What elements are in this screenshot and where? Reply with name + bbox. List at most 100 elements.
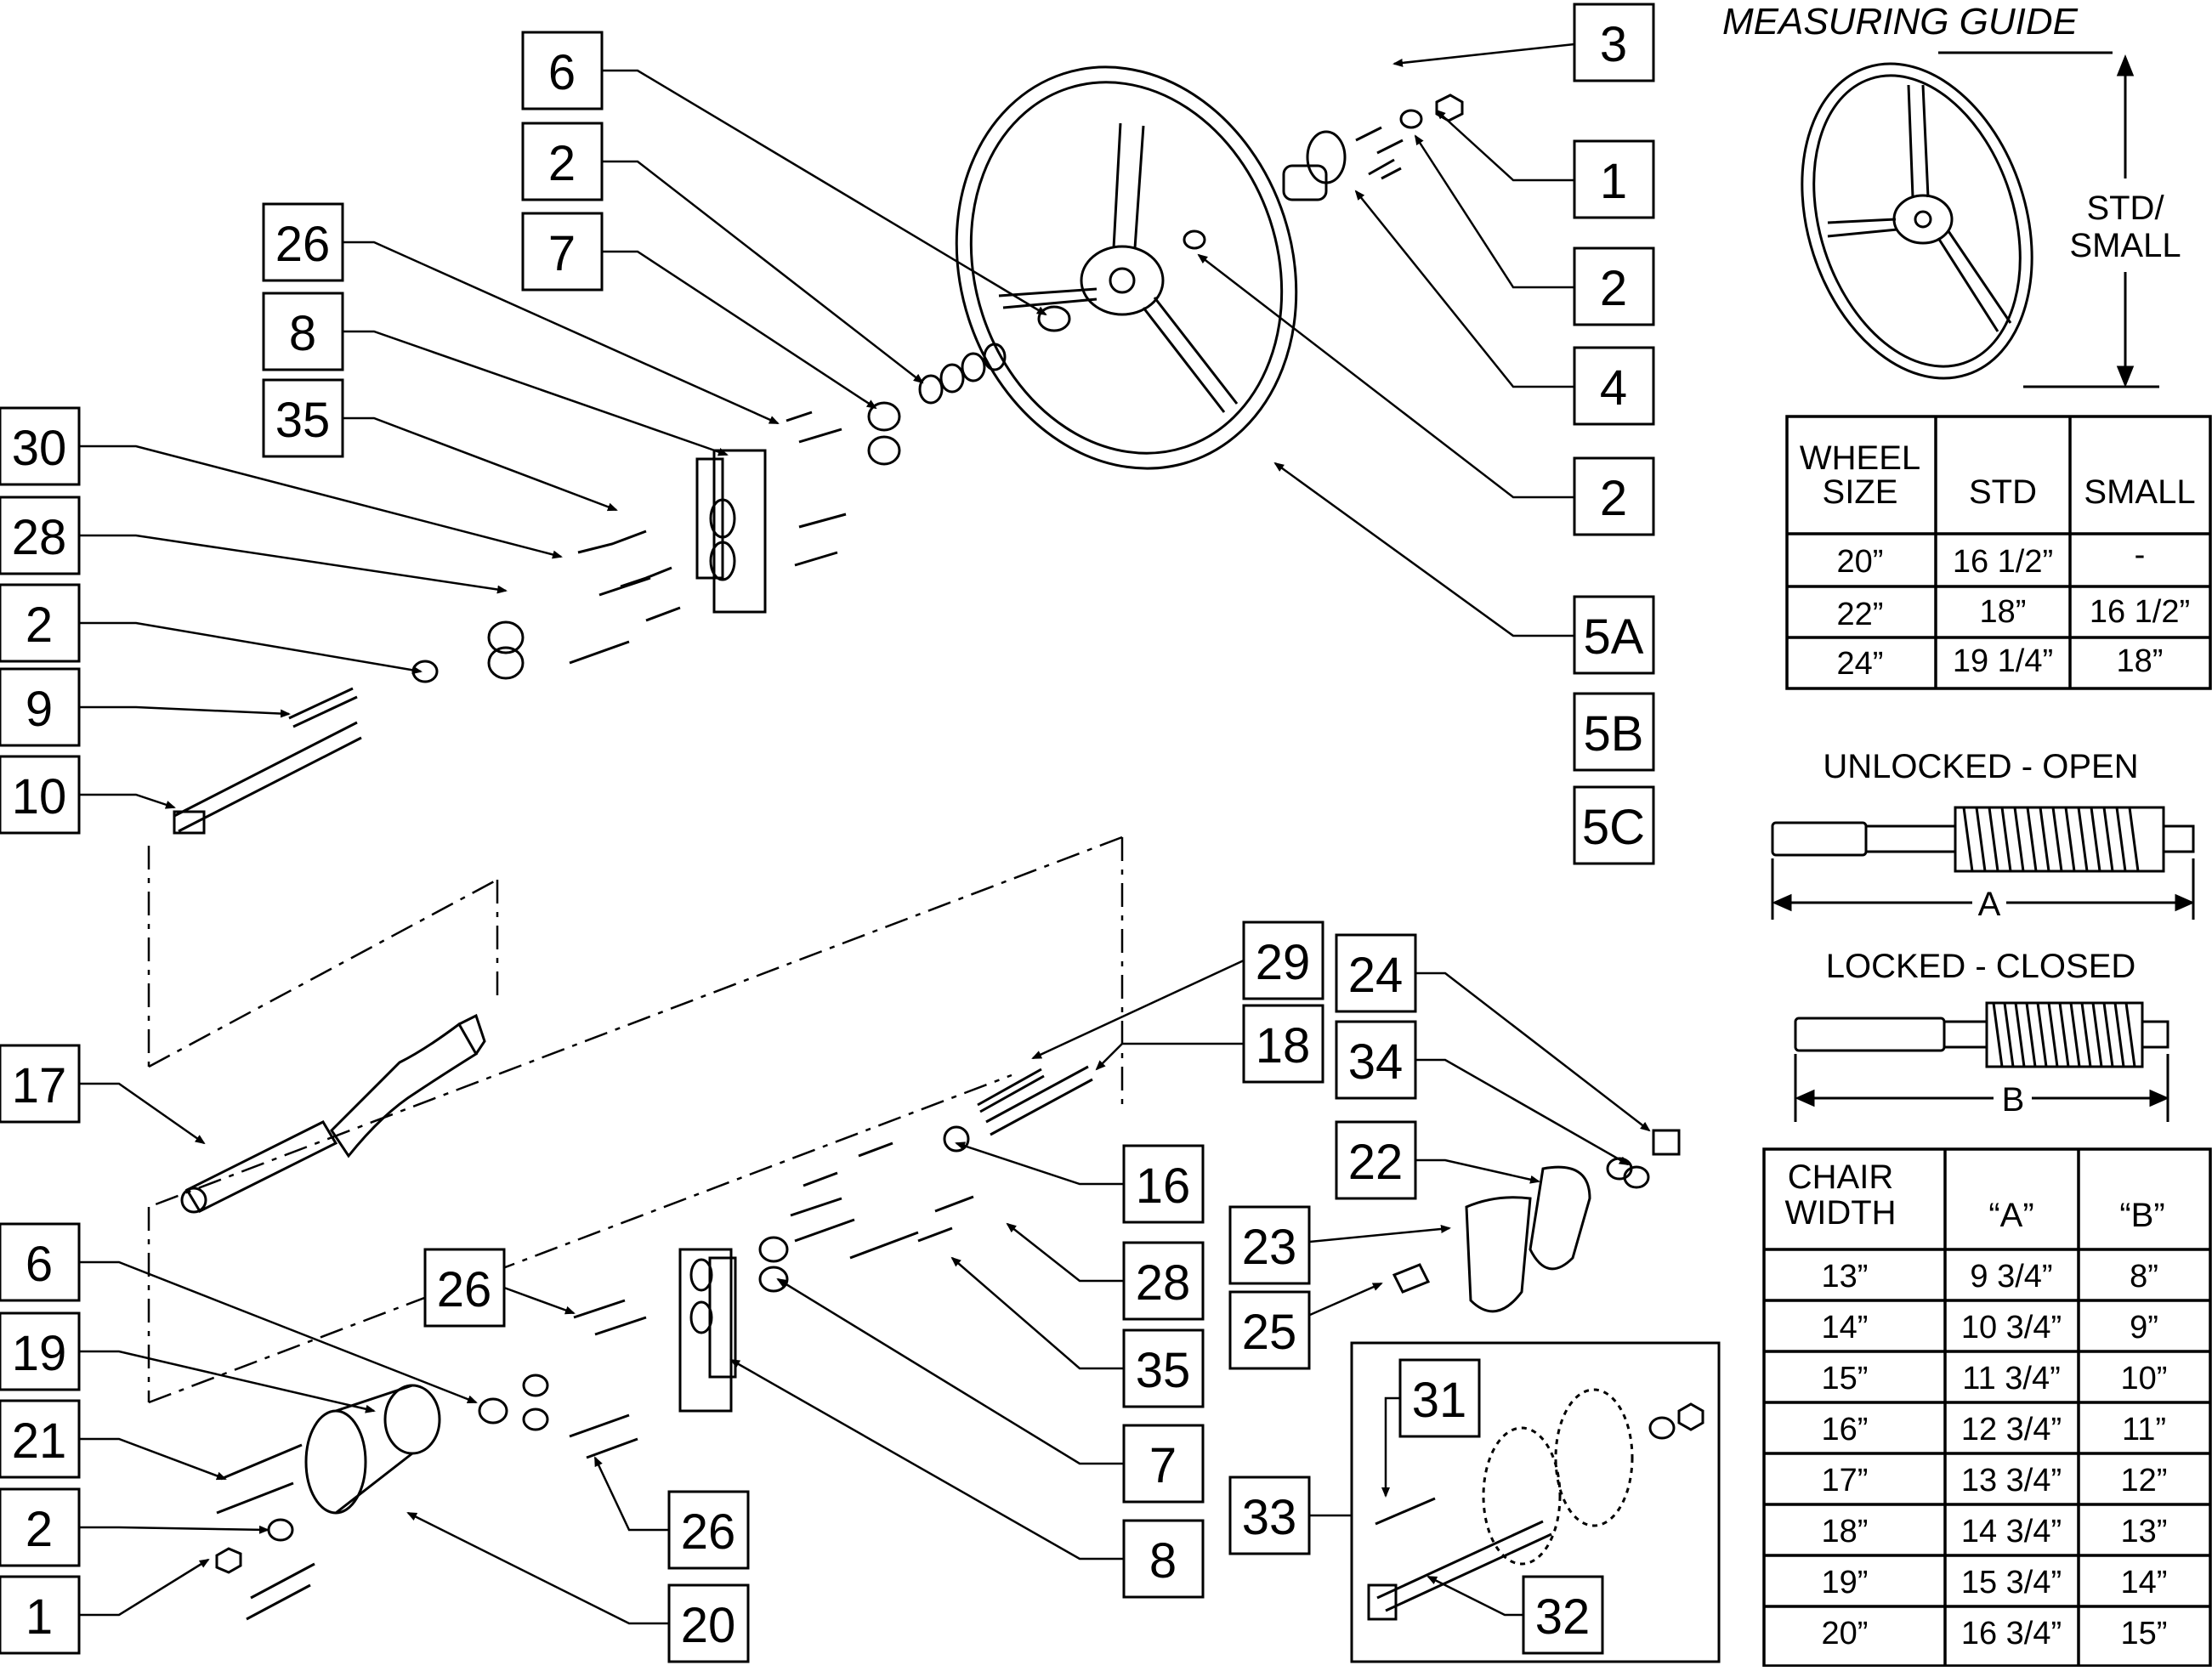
table-cell: 14” <box>1822 1310 1869 1345</box>
callout-34: 34 <box>1348 1034 1404 1090</box>
table-cell: 13” <box>2121 1514 2168 1549</box>
callout-31: 31 <box>1412 1373 1467 1428</box>
lower-bracket <box>569 1141 974 1459</box>
b-header: “B” <box>2119 1197 2164 1234</box>
chair-width-header-line2: WIDTH <box>1784 1194 1896 1232</box>
callout-17: 17 <box>12 1058 67 1113</box>
lower-axle-rod <box>943 1065 1093 1153</box>
table-cell: 22” <box>1837 597 1884 632</box>
measuring-guide: MEASURING GUIDE STD/ SMALL <box>1722 1 2181 388</box>
table-cell: 14” <box>2121 1565 2168 1600</box>
table-cell: 12 3/4” <box>1961 1412 2062 1447</box>
callout-22: 22 <box>1348 1135 1404 1190</box>
wheel-size-header-line1: WHEEL <box>1800 439 1920 477</box>
table-cell: 10 3/4” <box>1961 1310 2062 1345</box>
callout-35: 35 <box>1136 1343 1191 1398</box>
callout-9: 9 <box>26 682 53 737</box>
callout-2: 2 <box>548 136 576 191</box>
unlocked-open-label: UNLOCKED - OPEN <box>1823 748 2138 785</box>
table-cell: 19” <box>1822 1565 1869 1600</box>
a-header: “A” <box>1988 1197 2033 1234</box>
callout-4: 4 <box>1600 360 1627 416</box>
callout-29: 29 <box>1256 935 1311 990</box>
std-small-dimension-label-2: SMALL <box>2069 227 2181 264</box>
table-cell: 17” <box>1822 1463 1869 1498</box>
table-cell: 20” <box>1822 1616 1869 1651</box>
wheel-size-header-line2: SIZE <box>1823 473 1898 511</box>
upper-axle-rod <box>173 687 362 835</box>
table-cell: 20” <box>1837 544 1884 580</box>
table-cell: 18” <box>1980 594 2027 630</box>
table-cell: 11” <box>2122 1412 2166 1447</box>
inset-box <box>1350 1341 1721 1663</box>
axle-lock-clamp <box>1392 1129 1681 1313</box>
callout-28: 28 <box>1136 1255 1191 1311</box>
callout-8: 8 <box>289 306 316 361</box>
dimension-b-label: B <box>2002 1081 2025 1119</box>
callout-6: 6 <box>548 45 576 100</box>
callout-26: 26 <box>681 1504 736 1560</box>
callout-1: 1 <box>1600 154 1627 209</box>
callout-7: 7 <box>548 226 576 281</box>
lower-hub-parts <box>215 1374 549 1621</box>
unlocked-diagram: UNLOCKED - OPEN A <box>1771 748 2195 923</box>
chair-width-table: CHAIR WIDTH “A” “B” 13” 9 3/4” 8” 14” 10 3/4… <box>1762 1147 2212 1668</box>
callout-33: 33 <box>1242 1490 1297 1545</box>
callout-3: 3 <box>1600 17 1627 72</box>
callout-6: 6 <box>26 1237 53 1292</box>
table-cell: 16 1/2” <box>1953 544 2053 580</box>
locked-diagram: LOCKED - CLOSED B <box>1794 948 2169 1122</box>
table-cell: 16 1/2” <box>2090 594 2190 630</box>
std-small-dimension-label: STD/ <box>2086 190 2164 227</box>
table-cell: 14 3/4” <box>1961 1514 2062 1549</box>
table-cell: 9 3/4” <box>1970 1259 2052 1294</box>
table-cell: 24” <box>1837 646 1884 682</box>
table-cell: - <box>2135 537 2146 573</box>
small-header: SMALL <box>2084 473 2195 511</box>
table-cell: 16” <box>1822 1412 1869 1447</box>
table-cell: 9” <box>2130 1310 2158 1345</box>
table-cell: 12” <box>2121 1463 2168 1498</box>
table-cell: 15” <box>1822 1361 1869 1396</box>
callout-5a: 5A <box>1584 609 1644 665</box>
upper-axle-stack <box>411 343 1007 683</box>
callout-16: 16 <box>1136 1158 1191 1214</box>
callout-24: 24 <box>1348 948 1404 1003</box>
table-cell: 13” <box>1822 1259 1869 1294</box>
lock-pin-inset <box>1367 1388 1704 1621</box>
chair-width-header-line1: CHAIR <box>1788 1158 1893 1196</box>
callout-23: 23 <box>1242 1220 1297 1275</box>
callout-1: 1 <box>26 1589 53 1645</box>
table-cell: 13 3/4” <box>1961 1463 2062 1498</box>
table-cell: 18” <box>1822 1514 1869 1549</box>
callout-10: 10 <box>12 769 67 824</box>
table-cell: 18” <box>2117 643 2164 679</box>
callout-5c: 5C <box>1582 800 1645 855</box>
callout-26: 26 <box>437 1262 492 1317</box>
table-cell: 19 1/4” <box>1953 643 2053 679</box>
wheel-size-table: WHEEL SIZE STD SMALL 20” 16 1/2” - 22” 1… <box>1785 415 2212 690</box>
callout-2: 2 <box>1600 261 1627 316</box>
callout-18: 18 <box>1256 1018 1311 1073</box>
callout-19: 19 <box>12 1326 67 1381</box>
table-cell: 15 3/4” <box>1961 1565 2062 1600</box>
dimension-a-label: A <box>1978 886 2001 923</box>
table-cell: 10” <box>2121 1361 2168 1396</box>
quick-release-axle <box>180 1013 486 1214</box>
callout-20: 20 <box>681 1598 736 1653</box>
callout-2: 2 <box>26 1502 53 1557</box>
callout-28: 28 <box>12 510 67 565</box>
callout-labels: 3 1 2 4 2 5A 5B 5C 6 2 7 26 8 35 30 28 2… <box>12 17 1645 1653</box>
measuring-guide-title: MEASURING GUIDE <box>1722 1 2079 42</box>
callout-8: 8 <box>1149 1533 1177 1589</box>
table-cell: 11 3/4” <box>1962 1361 2060 1396</box>
callout-21: 21 <box>12 1413 67 1469</box>
callout-7: 7 <box>1149 1438 1177 1493</box>
table-cell: 8” <box>2130 1259 2158 1294</box>
wheel-hub-parts <box>1037 93 1464 332</box>
callout-35: 35 <box>275 393 331 448</box>
std-header: STD <box>1969 473 2037 511</box>
callout-32: 32 <box>1535 1589 1591 1645</box>
